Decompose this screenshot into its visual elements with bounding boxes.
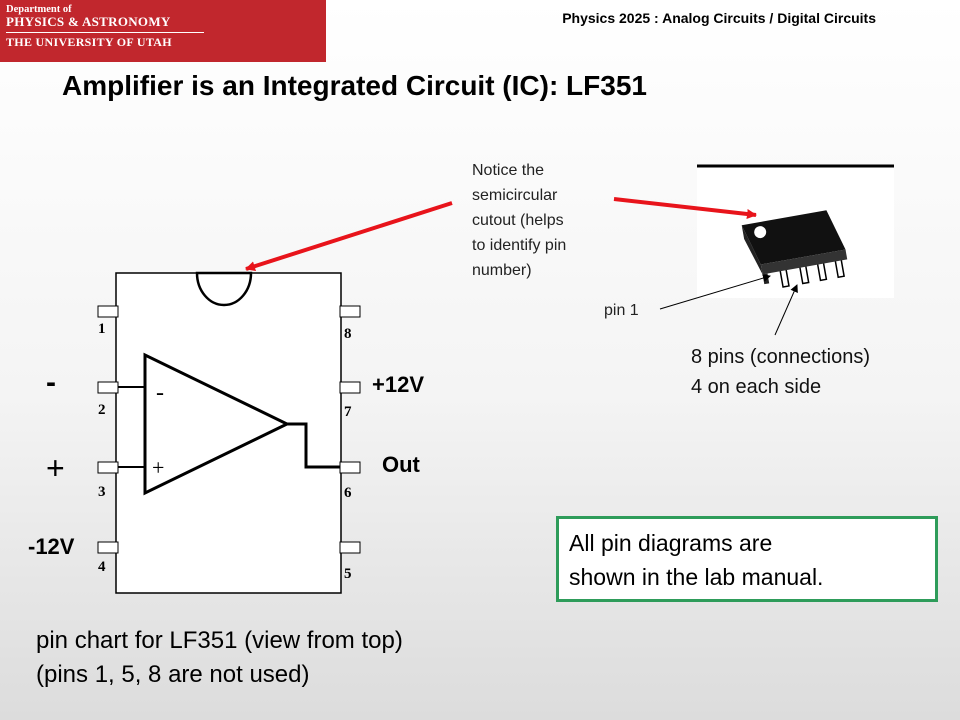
output-label: Out bbox=[382, 452, 420, 477]
course-title: Physics 2025 : Analog Circuits / Digital… bbox=[562, 10, 876, 26]
logo-university: THE UNIVERSITY OF UTAH bbox=[6, 35, 172, 49]
pin-7-stub bbox=[339, 381, 361, 394]
notice-line: number) bbox=[472, 262, 532, 279]
lab-manual-line: shown in the lab manual. bbox=[569, 564, 824, 590]
opamp-triangle bbox=[143, 352, 291, 496]
pin-number-2: 2 bbox=[98, 402, 106, 418]
wire-output-to-pin6 bbox=[287, 422, 340, 469]
notch-notice-text: Notice the semicircular cutout (helps to… bbox=[472, 158, 566, 283]
logo-divider bbox=[6, 32, 204, 33]
ic-notch-cutout bbox=[195, 271, 253, 307]
notice-line: cutout (helps bbox=[472, 212, 564, 229]
pin-count-note: 8 pins (connections) 4 on each side bbox=[691, 342, 870, 402]
pin-number-5: 5 bbox=[344, 566, 352, 582]
university-logo: Department of PHYSICS & ASTRONOMY THE UN… bbox=[0, 0, 326, 62]
negative-supply-label: -12V bbox=[28, 534, 75, 559]
pin-5-stub bbox=[339, 541, 361, 554]
logo-department: Department of bbox=[6, 4, 72, 15]
pin-count-line: 4 on each side bbox=[691, 376, 822, 398]
pin1-pointer-arrow bbox=[659, 274, 771, 310]
pin-number-4: 4 bbox=[98, 559, 106, 575]
ic-photo bbox=[697, 164, 894, 298]
pin1-label: pin 1 bbox=[604, 302, 639, 319]
pin-number-7: 7 bbox=[344, 404, 352, 420]
opamp-inverting-sign: - bbox=[156, 380, 164, 406]
pin-number-3: 3 bbox=[98, 484, 106, 500]
inverting-input-label: - bbox=[46, 366, 56, 399]
pin-number-1: 1 bbox=[98, 321, 106, 337]
pin-8-stub bbox=[339, 305, 361, 318]
photo-notch-callout-arrow bbox=[613, 197, 757, 219]
caption-line: (pins 1, 5, 8 are not used) bbox=[36, 661, 310, 688]
pin-chart-caption: pin chart for LF351 (view from top) (pin… bbox=[36, 624, 403, 692]
caption-line: pin chart for LF351 (view from top) bbox=[36, 627, 403, 654]
pin-1-stub bbox=[97, 305, 119, 318]
notch-callout-arrow bbox=[245, 201, 453, 272]
pin-count-line: 8 pins (connections) bbox=[691, 346, 870, 368]
notice-line: to identify pin bbox=[472, 237, 567, 254]
pin-6-stub bbox=[339, 461, 361, 474]
pin-2-stub bbox=[97, 381, 119, 394]
noninverting-input-label: + bbox=[46, 450, 65, 486]
pins-pointer-arrow bbox=[774, 284, 798, 336]
notice-line: Notice the bbox=[472, 162, 545, 179]
logo-physics-astronomy: PHYSICS & ASTRONOMY bbox=[6, 14, 171, 29]
lab-manual-line: All pin diagrams are bbox=[569, 530, 773, 556]
notice-line: semicircular bbox=[472, 187, 558, 204]
pin-number-6: 6 bbox=[344, 485, 352, 501]
opamp-noninverting-sign: + bbox=[152, 455, 164, 480]
pin-4-stub bbox=[97, 541, 119, 554]
pin-number-8: 8 bbox=[344, 326, 352, 342]
slide-title: Amplifier is an Integrated Circuit (IC):… bbox=[62, 70, 647, 101]
positive-supply-label: +12V bbox=[372, 372, 424, 397]
pin-3-stub bbox=[97, 461, 119, 474]
lab-manual-note-box: All pin diagrams are shown in the lab ma… bbox=[556, 516, 938, 602]
